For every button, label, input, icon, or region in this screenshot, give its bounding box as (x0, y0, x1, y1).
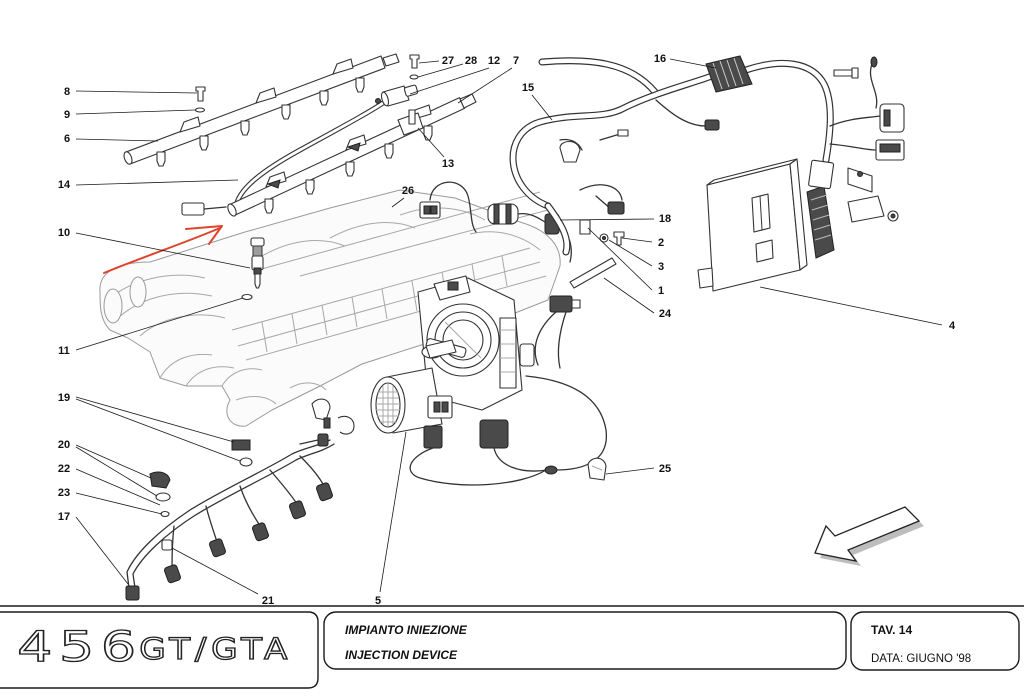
air-mass-meter-5 (370, 339, 457, 434)
callout-9: 9 (64, 109, 70, 121)
small-parts-1-2-3 (579, 219, 625, 246)
bolt-27 (409, 54, 420, 69)
title-english: INJECTION DEVICE (345, 648, 458, 662)
callout-27: 27 (442, 55, 454, 67)
callout-11: 11 (58, 345, 70, 357)
callout-8: 8 (64, 86, 70, 98)
bolt-8 (195, 86, 206, 102)
callout-17: 17 (58, 511, 70, 523)
callout-1: 1 (658, 285, 664, 297)
callout-15: 15 (522, 82, 534, 94)
callout-14: 14 (58, 179, 71, 191)
callout-4: 4 (949, 320, 956, 332)
o-ring-11 (241, 293, 253, 301)
callout-25: 25 (659, 463, 671, 475)
title-italian: IMPIANTO INIEZIONE (345, 623, 468, 637)
drawing-date: DATA: GIUGNO '98 (871, 653, 971, 665)
bracket-13 (397, 109, 424, 136)
callout-6: 6 (64, 133, 70, 145)
callout-23: 23 (58, 487, 70, 499)
injector-harness-17 (125, 398, 355, 601)
callout-19: 19 (58, 392, 70, 404)
callout-21: 21 (262, 595, 274, 607)
callout-22: 22 (58, 463, 70, 475)
connector-18 (487, 203, 572, 263)
washer-28 (409, 74, 419, 80)
title-cell (323, 611, 847, 670)
logo-version: GT/GTA (139, 633, 292, 666)
washer-9 (194, 107, 206, 113)
callout-24: 24 (659, 308, 672, 320)
table-cell (850, 611, 1020, 671)
clip-25 (587, 457, 607, 481)
callout-3: 3 (658, 261, 664, 273)
pressure-regulator-12 (375, 84, 419, 107)
direction-arrow-icon (814, 506, 924, 566)
red-annotation-arrow (103, 225, 223, 274)
bracket-24 (534, 257, 617, 369)
callout-5: 5 (375, 595, 381, 607)
connector-block-16 (705, 55, 753, 93)
callout-10: 10 (58, 227, 70, 239)
logo-cell (0, 611, 319, 689)
callout-18: 18 (659, 213, 671, 225)
sensor-26 (419, 181, 477, 233)
model-logo: 456 GT/GTA (16, 621, 292, 672)
relay-parts (829, 56, 905, 223)
fuel-rail-6 (123, 53, 400, 167)
callout-2: 2 (658, 237, 664, 249)
callout-13: 13 (442, 158, 454, 170)
intake-manifold (99, 189, 561, 427)
logo-model: 456 (17, 622, 143, 672)
injector-10 (250, 237, 265, 289)
callout-12: 12 (488, 55, 500, 67)
callout-28: 28 (465, 55, 477, 67)
table-number: TAV. 14 (871, 623, 912, 637)
ecu-4 (697, 158, 835, 292)
wiring-harness-15 (509, 57, 834, 256)
sensor-wiring (409, 375, 607, 486)
callout-20: 20 (58, 439, 70, 451)
leader-lines (75, 58, 943, 595)
callout-26: 26 (402, 185, 414, 197)
fuel-hose-14 (233, 98, 389, 210)
callout-7: 7 (513, 55, 519, 67)
callout-16: 16 (654, 53, 666, 65)
callouts: 8 9 6 14 10 11 19 20 22 23 17 21 5 27 28… (58, 53, 956, 607)
clips-19-20-22-23 (149, 439, 253, 518)
title-block: 456 GT/GTA IMPIANTO INIEZIONE INJECTION … (0, 605, 1024, 689)
